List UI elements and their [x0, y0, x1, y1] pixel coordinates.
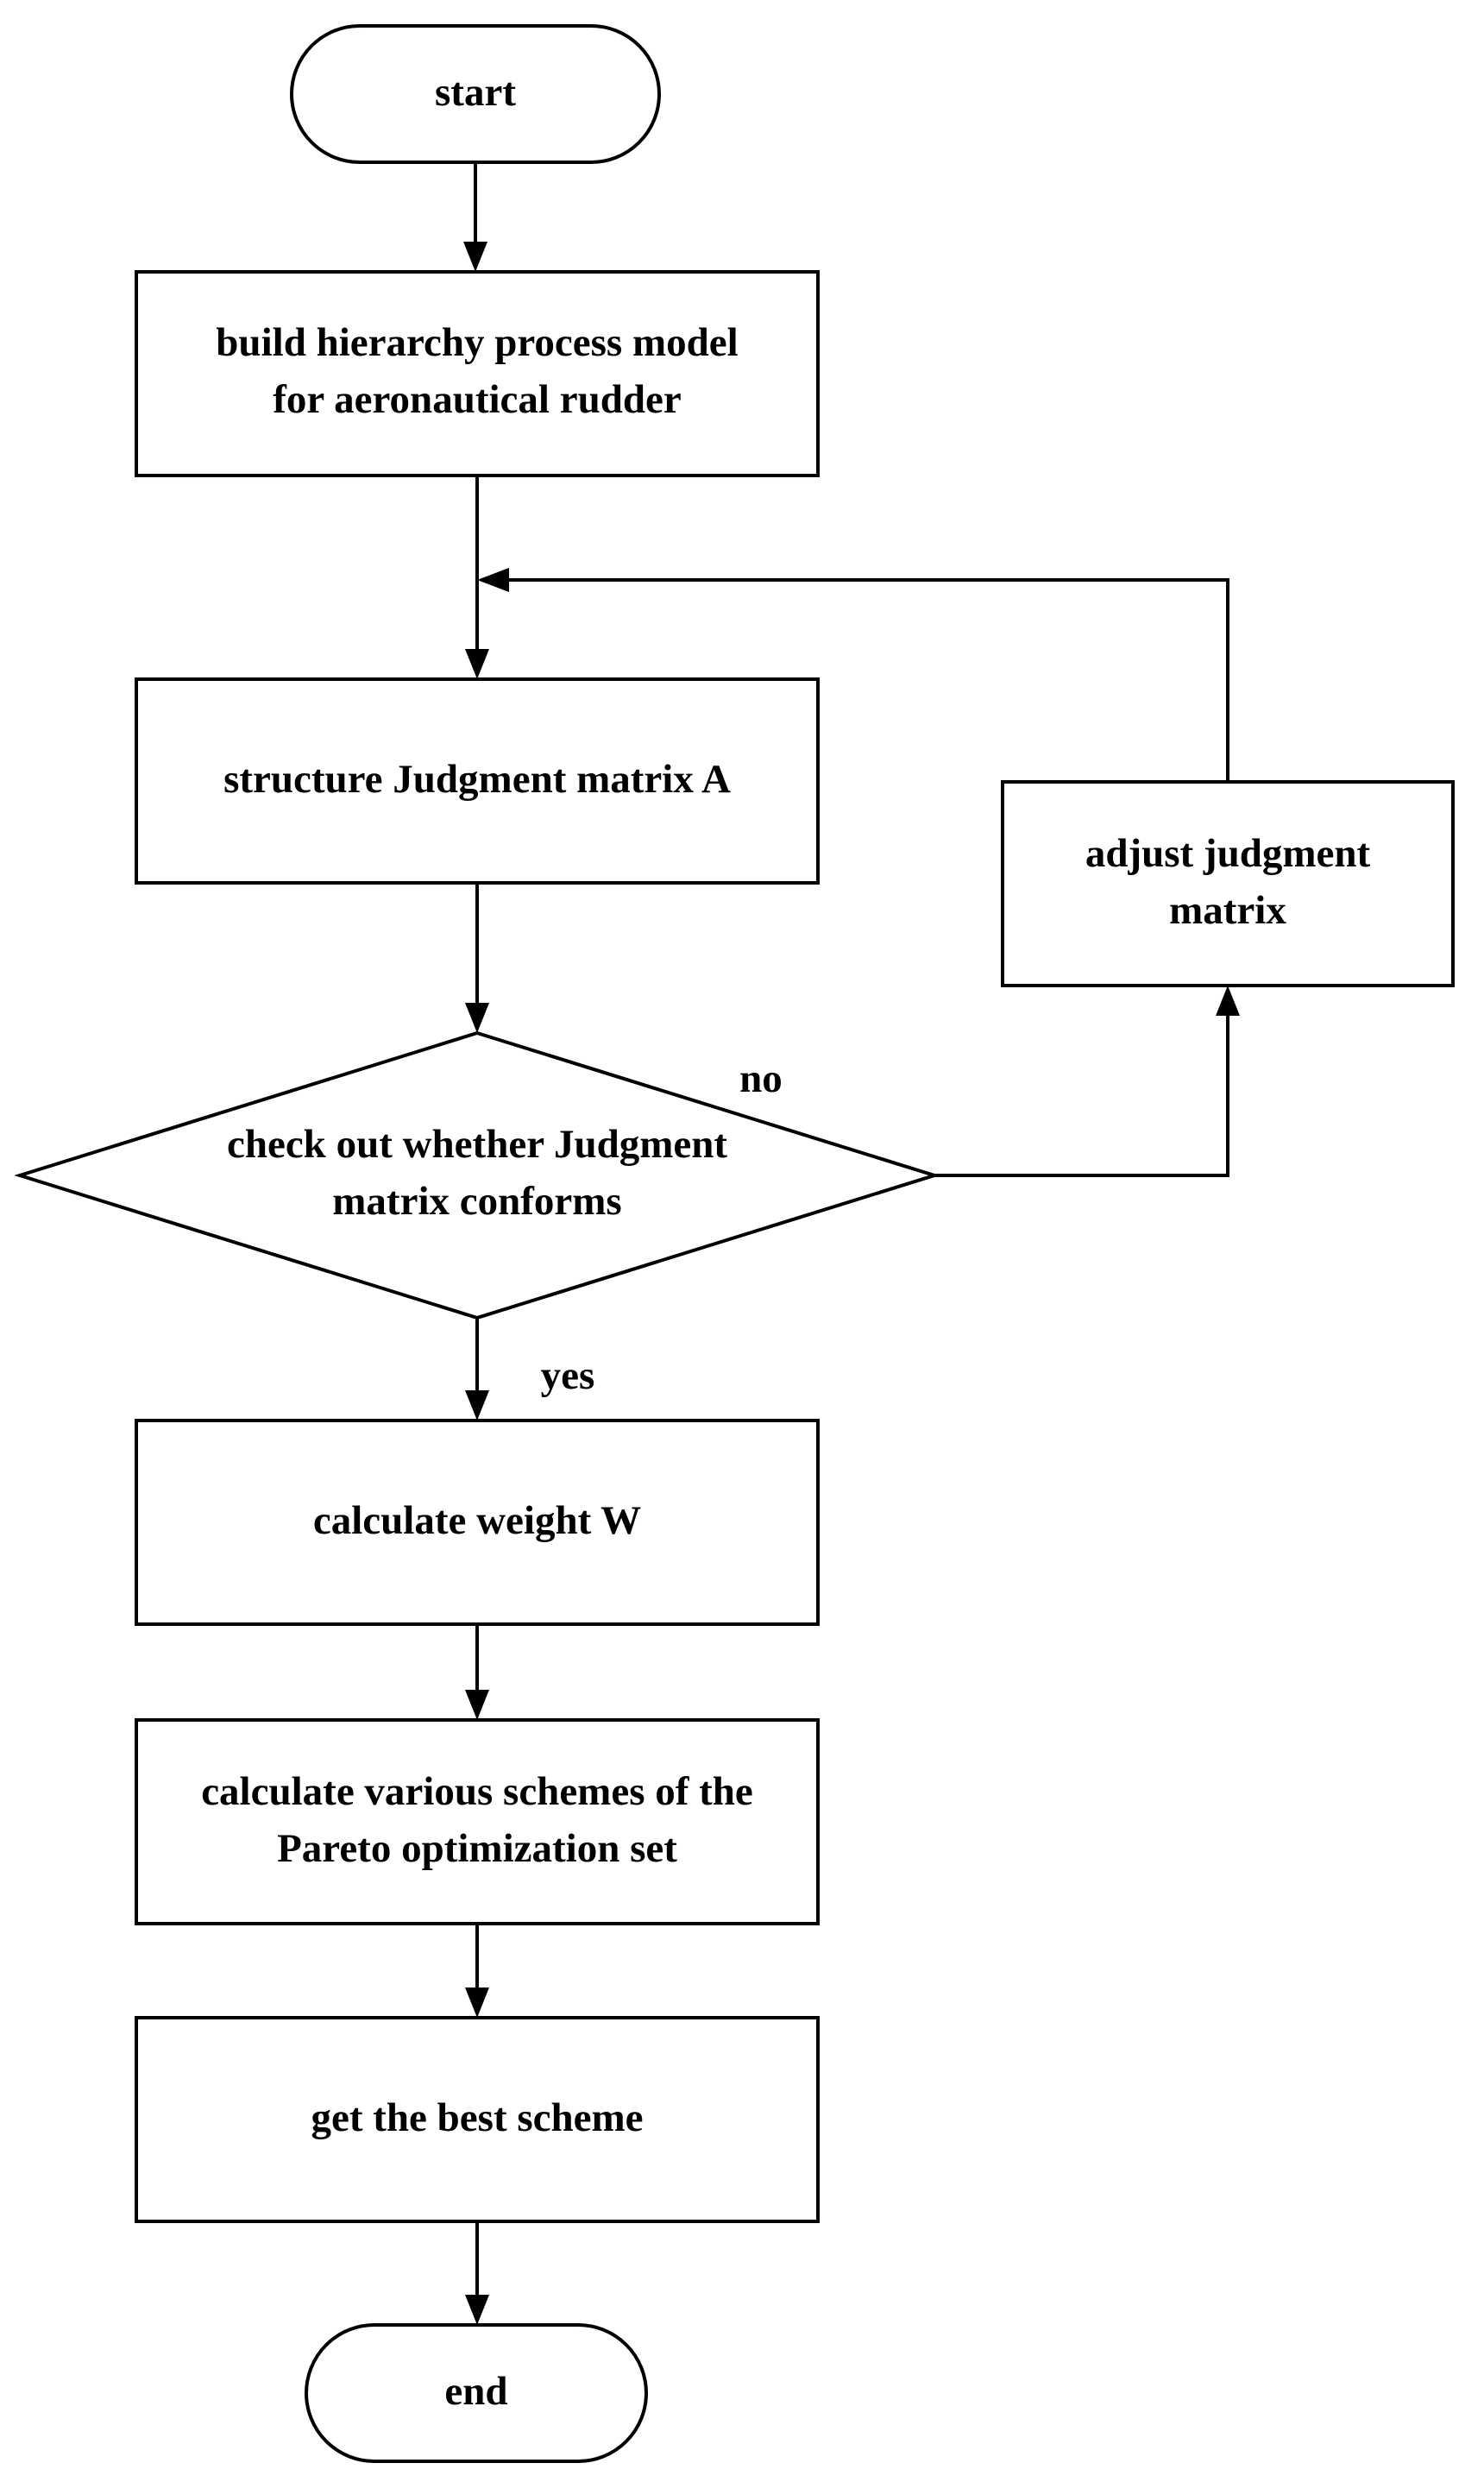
connector-weight-to-schemes [465, 1624, 489, 1720]
yes-edge-label: yes [541, 1353, 595, 1398]
connector-build-to-structure [465, 476, 489, 679]
calculate-schemes-label-line-1: calculate various schemes of the [201, 1769, 753, 1814]
connector-decision-yes-to-weight [465, 1318, 489, 1421]
build-model-node: build hierarchy process model for aerona… [135, 270, 820, 477]
end-label: end [444, 2369, 507, 2414]
start-label: start [435, 70, 516, 115]
connector-decision-no-to-adjust [934, 986, 1240, 1177]
start-node: start [290, 24, 661, 164]
connector-structure-to-decision [465, 883, 489, 1033]
best-scheme-node: get the best scheme [135, 2016, 820, 2223]
check-conformity-label-line-1: check out whether Judgment [227, 1122, 727, 1167]
end-node: end [305, 2323, 648, 2463]
check-conformity-decision: check out whether Judgment matrix confor… [14, 1030, 940, 1320]
structure-matrix-node: structure Judgment matrix A [135, 677, 820, 885]
calculate-schemes-label-line-2: Pareto optimization set [277, 1826, 677, 1871]
build-model-label-line-1: build hierarchy process model [216, 320, 738, 365]
adjust-matrix-label-line-2: matrix [1169, 888, 1286, 933]
calculate-weight-node: calculate weight W [135, 1419, 820, 1626]
connector-schemes-to-best [465, 1924, 489, 2018]
connector-adjust-to-loop [477, 568, 1229, 782]
no-edge-label: no [739, 1056, 783, 1101]
calculate-weight-label: calculate weight W [313, 1498, 641, 1543]
adjust-matrix-label-line-1: adjust judgment [1085, 831, 1371, 876]
connector-start-to-build [463, 162, 487, 272]
connector-best-to-end [465, 2221, 489, 2325]
structure-matrix-label: structure Judgment matrix A [223, 757, 731, 802]
adjust-matrix-node: adjust judgment matrix [1001, 780, 1455, 987]
check-conformity-label-line-2: matrix conforms [332, 1179, 621, 1224]
best-scheme-label: get the best scheme [311, 2095, 643, 2140]
build-model-label-line-2: for aeronautical rudder [273, 377, 681, 422]
calculate-schemes-node: calculate various schemes of the Pareto … [135, 1718, 820, 1925]
